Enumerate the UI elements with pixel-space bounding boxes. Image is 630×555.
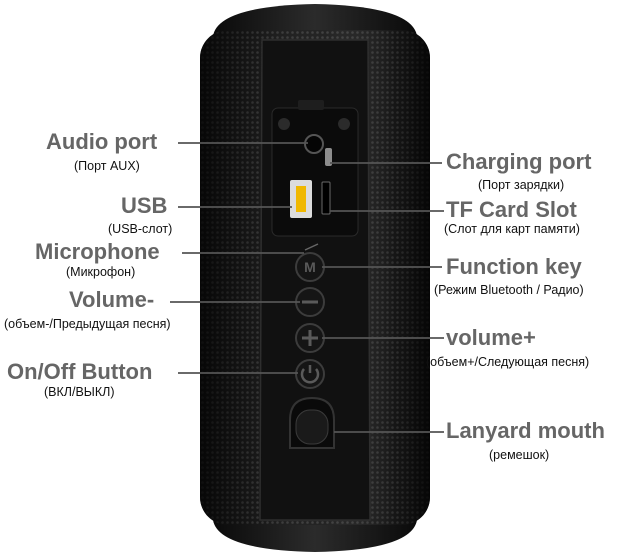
power-button[interactable] <box>295 359 325 389</box>
tf-card-sub: (Слот для карт памяти) <box>444 222 580 236</box>
lanyard-loop <box>289 396 335 449</box>
audio-port-sub: (Порт AUX) <box>74 159 140 173</box>
volume-minus-button[interactable] <box>295 287 325 317</box>
aux-port-icon <box>304 134 324 154</box>
volume-plus-sub: (объем+/Следующая песня) <box>426 355 590 369</box>
function-key-sub: (Режим Bluetooth / Радио) <box>434 283 584 297</box>
tf-slot-icon <box>321 181 331 215</box>
lanyard-label: Lanyard mouth <box>446 418 605 443</box>
mode-button[interactable]: M <box>295 252 325 282</box>
mode-icon: M <box>304 259 316 275</box>
power-icon <box>300 365 320 384</box>
microphone-label: Microphone <box>35 239 160 264</box>
plus-icon <box>302 330 318 346</box>
volume-plus-label: volume+ <box>446 325 536 350</box>
microphone-sub: (Микрофон) <box>66 265 136 279</box>
usb-label: USB <box>121 193 168 218</box>
volume-minus-sub: (объем-/Предыдущая песня) <box>4 317 171 331</box>
charging-port-sub: (Порт зарядки) <box>478 178 565 192</box>
usb-sub: (USB-слот) <box>108 222 173 236</box>
on-off-sub: (ВКЛ/ВЫКЛ) <box>44 385 115 399</box>
tf-card-label: TF Card Slot <box>446 197 577 222</box>
volume-plus-button[interactable] <box>295 323 325 353</box>
charging-port-icon <box>325 148 332 166</box>
microphone-hole <box>304 243 319 251</box>
charging-port-label: Charging port <box>446 149 592 174</box>
audio-port-label: Audio port <box>46 129 158 154</box>
volume-minus-label: Volume- <box>69 287 155 312</box>
function-key-label: Function key <box>446 254 582 279</box>
on-off-label: On/Off Button <box>7 359 153 384</box>
lanyard-sub: (ремешок) <box>489 448 550 462</box>
